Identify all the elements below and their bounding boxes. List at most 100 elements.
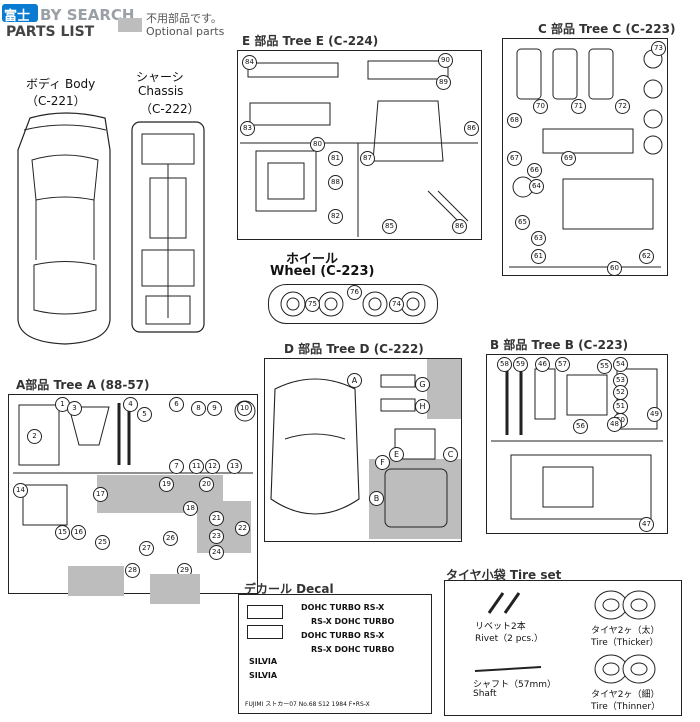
part-num: 75 (305, 297, 320, 312)
tree-c-title: C 部品 Tree C (C-223) (538, 22, 676, 36)
decal-plate (247, 625, 283, 639)
tree-c-frame: 73 70 71 72 68 67 69 66 64 65 63 61 62 6… (502, 38, 668, 276)
optional-swatch (118, 18, 142, 32)
search-label: BY SEARCH (40, 6, 135, 24)
decal-title: デカール Decal (244, 582, 334, 596)
tree-e-title: E 部品 Tree E (C-224) (242, 34, 379, 48)
part-num: 18 (183, 501, 198, 516)
part-num: 61 (531, 249, 546, 264)
part-num: 11 (189, 459, 204, 474)
part-num: 82 (328, 209, 343, 224)
decal-line: SILVIA (249, 671, 278, 680)
tree-c-parts (509, 48, 663, 268)
decal-plate (247, 605, 283, 619)
tree-b-title: B 部品 Tree B (C-223) (490, 338, 629, 352)
part-num: 10 (237, 401, 252, 416)
part-num: 56 (573, 419, 588, 434)
part-num: 8 (191, 401, 206, 416)
chassis-code: （C-222） (140, 102, 200, 116)
rivet-en: Rivet（2 pcs.） (475, 634, 543, 644)
shaft-drawing (474, 666, 542, 672)
part-num: 62 (639, 249, 654, 264)
site-logo (2, 4, 38, 22)
tree-a-optional-part-2 (150, 574, 200, 604)
part-num: 48 (607, 417, 622, 432)
part-num: 87 (360, 151, 375, 166)
tree-a-optional-part-1 (68, 566, 124, 596)
decal-footer: FUJIMI ストカー07 No.68 S12 1984 F•RS-X (245, 701, 370, 708)
part-num: 83 (240, 121, 255, 136)
part-num: 88 (328, 175, 343, 190)
thin-jp: タイヤ2ヶ（細） (591, 690, 660, 700)
part-num: 28 (125, 563, 140, 578)
part-num: 76 (347, 285, 362, 300)
decal-line: SILVIA (249, 657, 278, 666)
chassis-title-jp: シャーシ (136, 70, 184, 84)
parts-list-title: PARTS LIST (6, 24, 95, 40)
part-num: 64 (529, 179, 544, 194)
part-num: 46 (535, 357, 550, 372)
thick-jp: タイヤ2ヶ（太） (591, 626, 660, 636)
part-letter: E (389, 447, 404, 462)
part-num: 2 (27, 429, 42, 444)
part-num: 59 (513, 357, 528, 372)
rivet-drawing (487, 592, 521, 614)
part-num: 21 (209, 511, 224, 526)
thin-en: Tire（Thinner） (591, 702, 661, 712)
decal-line: DOHC TURBO RS-X (301, 603, 385, 612)
body-title: ボディ Body (26, 77, 96, 91)
part-num: 68 (507, 113, 522, 128)
part-num: 86 (452, 219, 467, 234)
logo-text: 富士 (4, 9, 31, 24)
part-letter: G (415, 377, 430, 392)
part-num: 7 (169, 459, 184, 474)
part-num: 13 (227, 459, 242, 474)
part-num: 15 (55, 525, 70, 540)
part-num: 6 (169, 397, 184, 412)
part-num: 63 (531, 231, 546, 246)
part-num: 66 (527, 163, 542, 178)
thick-en: Tire（Thicker） (591, 638, 659, 648)
part-letter: B (369, 491, 384, 506)
decal-line: DOHC TURBO RS-X (301, 631, 385, 640)
part-num: 55 (597, 359, 612, 374)
part-num: 73 (651, 41, 666, 56)
part-num: 4 (123, 397, 138, 412)
part-num: 19 (159, 477, 174, 492)
tireset-frame: リベット2本 Rivet（2 pcs.） シャフト（57mm） Shaft タイ… (444, 580, 682, 716)
part-num: 57 (555, 357, 570, 372)
part-num: 84 (242, 55, 257, 70)
part-num: 89 (436, 75, 451, 90)
part-num: 49 (647, 407, 662, 422)
thin-tire-drawing (594, 654, 656, 684)
part-num: 24 (209, 545, 224, 560)
part-num: 16 (71, 525, 86, 540)
decal-frame: DOHC TURBO RS-X RS-X DOHC TURBO DOHC TUR… (238, 594, 432, 714)
part-num: 54 (613, 357, 628, 372)
part-num: 27 (139, 541, 154, 556)
chassis-drawing (131, 121, 205, 333)
part-letter: C (443, 447, 458, 462)
part-num: 14 (13, 483, 28, 498)
part-num: 81 (328, 151, 343, 166)
part-num: 20 (199, 477, 214, 492)
part-letter: H (415, 399, 430, 414)
part-num: 71 (571, 99, 586, 114)
part-num: 69 (561, 151, 576, 166)
tree-b-parts (491, 365, 663, 520)
body-shell-drawing (17, 112, 111, 345)
part-num: 47 (639, 517, 654, 532)
tree-a-title: A部品 Tree A (88-57) (16, 378, 150, 392)
part-num: 52 (613, 385, 628, 400)
part-num: 85 (382, 219, 397, 234)
part-letter: F (375, 455, 390, 470)
header: 富士 BY SEARCH PARTS LIST 不用部品です。 Optional… (0, 0, 700, 42)
part-num: 22 (235, 521, 250, 536)
part-num: 70 (533, 99, 548, 114)
tree-d-parts (270, 359, 461, 539)
thick-tire-drawing (594, 590, 656, 620)
part-num: 74 (389, 297, 404, 312)
part-num: 12 (205, 459, 220, 474)
tree-a-frame: 1 3 2 4 5 6 7 8 9 10 11 12 13 14 15 16 1… (8, 394, 258, 594)
part-num: 26 (163, 531, 178, 546)
